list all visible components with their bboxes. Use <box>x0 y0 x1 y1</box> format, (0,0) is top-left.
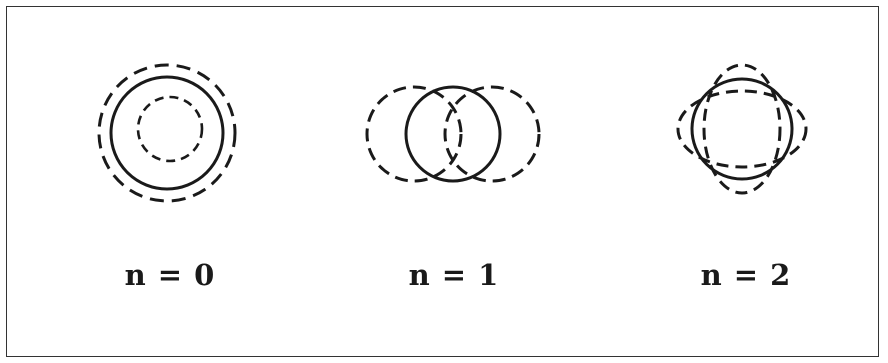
mode-label-n0: n = 0 <box>100 258 240 292</box>
mode-n0-contracted-dashed-circle <box>138 97 202 161</box>
mode-n0 <box>99 65 235 201</box>
mode-n1-left-shifted-dashed-circle <box>367 87 461 181</box>
mode-n2-equilibrium-circle <box>692 79 792 179</box>
mode-n1-equilibrium-circle <box>406 87 500 181</box>
mode-n1-right-shifted-dashed-circle <box>445 87 539 181</box>
mode-n2-vertical-dashed-ellipse <box>704 65 780 193</box>
mode-label-n2: n = 2 <box>676 258 816 292</box>
mode-n2 <box>678 65 806 193</box>
mode-n1 <box>367 87 539 181</box>
mode-n0-expanded-dashed-circle <box>99 65 235 201</box>
mode-n0-equilibrium-circle <box>111 77 223 189</box>
mode-n2-horizontal-dashed-ellipse <box>678 91 806 167</box>
mode-label-n1: n = 1 <box>384 258 524 292</box>
